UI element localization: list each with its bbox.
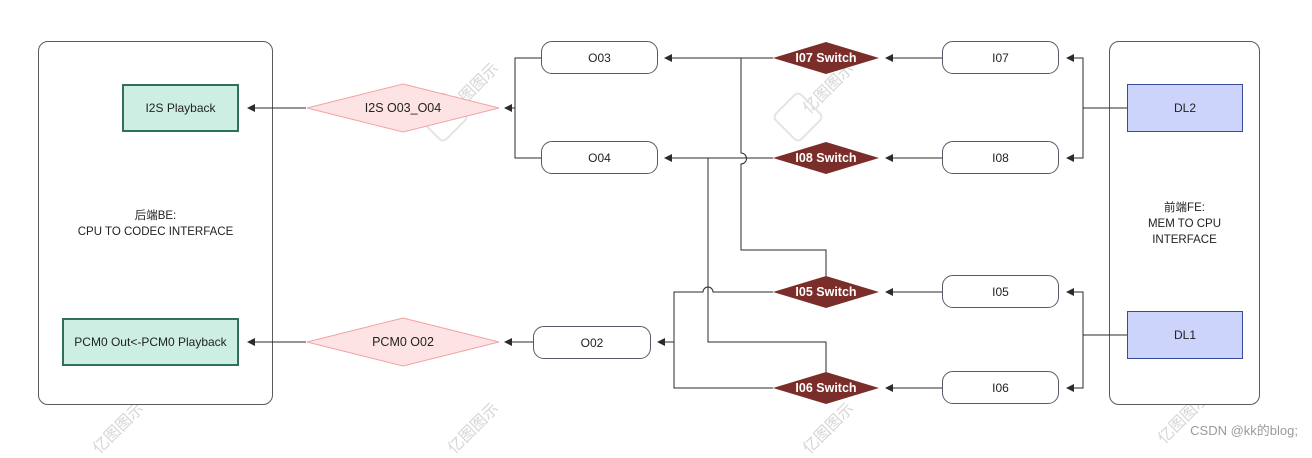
o02-node: O02 — [533, 326, 651, 359]
edge-dl1-i06 — [1066, 335, 1084, 392]
dl1-node: DL1 — [1127, 311, 1243, 359]
i07-switch-diamond — [773, 42, 879, 74]
i05-switch-label: I05 Switch — [795, 285, 857, 299]
i05-switch-diamond — [773, 276, 879, 308]
pcm0-diamond — [306, 317, 500, 367]
frontend-line3: INTERFACE — [1152, 234, 1217, 246]
frontend-line2: MEM TO CPU — [1147, 218, 1222, 230]
i06-node: I06 — [942, 371, 1059, 404]
frontend-title: 前端FE: — [1164, 202, 1205, 214]
i06-switch-diamond — [773, 372, 879, 404]
i06-switch-label: I06 Switch — [795, 381, 857, 395]
footer-credit: CSDN @kk的blog; — [1190, 423, 1298, 438]
pcm0-playback-node: PCM0 Out<-PCM0 Playback — [62, 318, 239, 366]
dl2-node: DL2 — [1127, 84, 1243, 132]
i05-node: I05 — [942, 275, 1059, 308]
i07-node: I07 — [942, 41, 1059, 74]
i2s-diamond — [306, 83, 500, 133]
i08-node: I08 — [942, 141, 1059, 174]
i2s-diamond-label: I2S O03_O04 — [364, 101, 442, 115]
o04-node: O04 — [541, 141, 658, 174]
edge-dl2-i08 — [1066, 108, 1084, 162]
i2s-playback-node: I2S Playback — [122, 84, 239, 132]
edge-i06switch-o04 — [707, 158, 827, 372]
i07-switch-label: I07 Switch — [795, 51, 857, 65]
edge-i06switch-o02 — [673, 342, 773, 389]
backend-subtitle: CPU TO CODEC INTERFACE — [77, 226, 234, 238]
backend-title: 后端BE: — [134, 210, 177, 222]
pcm0-diamond-label: PCM0 O02 — [372, 335, 434, 349]
edge-o04-i2s — [514, 108, 541, 159]
edge-i05switch-o02 — [657, 286, 773, 346]
edge-dl1-i05 — [1066, 288, 1127, 336]
edge-i05switch-o03 — [740, 58, 827, 276]
i08-switch-label: I08 Switch — [795, 151, 857, 165]
edge-o03-i2s — [504, 57, 541, 112]
edge-dl2-i07 — [1066, 54, 1127, 109]
o03-node: O03 — [541, 41, 658, 74]
i08-switch-diamond — [773, 142, 879, 174]
